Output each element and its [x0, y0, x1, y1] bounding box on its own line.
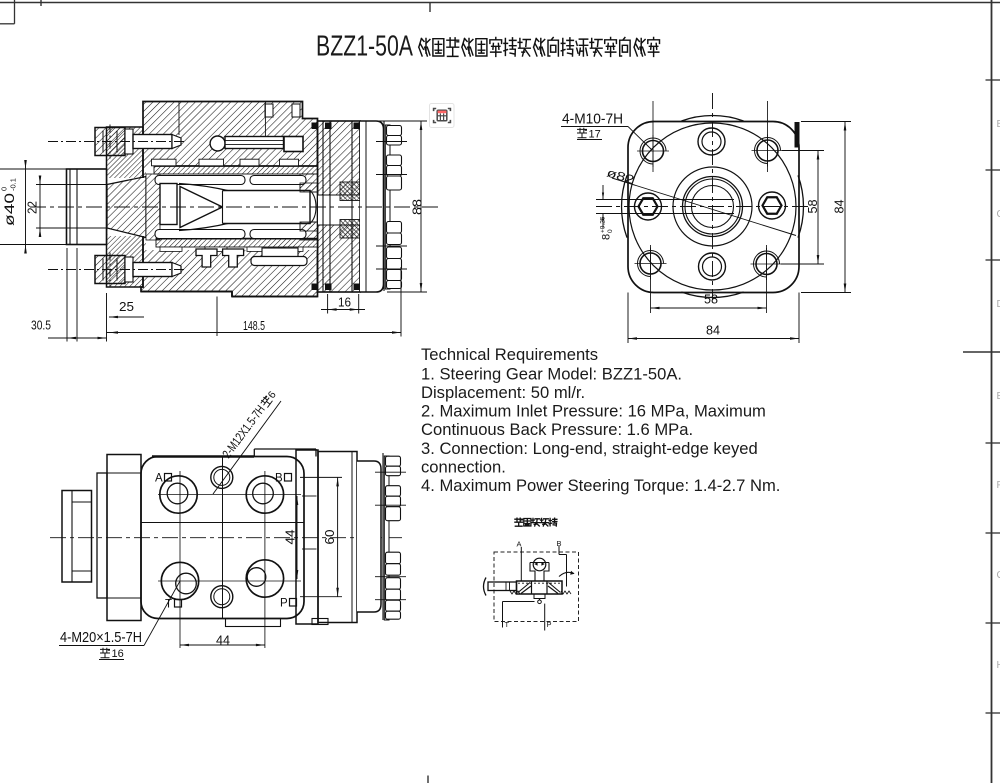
- svg-text:B: B: [997, 119, 1000, 130]
- svg-text:2. Maximum Inlet Pressure: 16: 2. Maximum Inlet Pressure: 16 MPa, Maxim…: [421, 402, 766, 421]
- svg-text:84: 84: [833, 199, 847, 213]
- svg-text:H: H: [997, 660, 1000, 671]
- svg-text:88: 88: [410, 199, 425, 215]
- svg-text:22: 22: [26, 201, 40, 214]
- svg-text:0: 0: [607, 229, 614, 233]
- svg-text:58: 58: [704, 293, 718, 307]
- svg-text:44: 44: [284, 529, 298, 544]
- svg-text:Displacement: 50 ml/r.: Displacement: 50 ml/r.: [421, 383, 585, 402]
- svg-text:connection.: connection.: [421, 457, 506, 476]
- svg-text:F: F: [997, 480, 1000, 491]
- svg-text:17: 17: [589, 129, 601, 141]
- svg-text:C: C: [997, 209, 1000, 220]
- svg-text:B: B: [557, 539, 562, 548]
- svg-text:16: 16: [338, 296, 351, 310]
- svg-text:148.5: 148.5: [243, 318, 265, 333]
- svg-text:84: 84: [706, 324, 720, 338]
- svg-text:44: 44: [216, 634, 230, 648]
- svg-text:60: 60: [323, 529, 337, 544]
- svg-text:BZZ1-50A: BZZ1-50A: [316, 31, 413, 63]
- svg-text:-0.1: -0.1: [9, 178, 18, 191]
- svg-text:+0.25: +0.25: [600, 216, 607, 233]
- svg-text:G: G: [997, 570, 1000, 581]
- svg-text:B: B: [275, 473, 283, 485]
- svg-text:A: A: [517, 540, 522, 549]
- svg-text:25: 25: [119, 299, 134, 314]
- svg-text:P: P: [547, 620, 552, 629]
- svg-text:8: 8: [601, 234, 613, 240]
- svg-text:4-M10-7H: 4-M10-7H: [562, 111, 623, 128]
- svg-text:1. Steering Gear Model: BZZ1-5: 1. Steering Gear Model: BZZ1-50A.: [421, 365, 682, 384]
- svg-text:Technical Requirements: Technical Requirements: [421, 345, 598, 364]
- svg-text:58: 58: [806, 199, 820, 213]
- svg-text:3. Connection: Long-end, strai: 3. Connection: Long-end, straight-edge k…: [421, 439, 758, 458]
- svg-text:A: A: [155, 473, 163, 485]
- svg-text:D: D: [997, 299, 1000, 310]
- svg-text:P: P: [280, 598, 288, 610]
- svg-text:T: T: [505, 620, 510, 629]
- svg-text:16: 16: [112, 648, 124, 660]
- svg-text:T: T: [165, 599, 172, 611]
- svg-text:ø40: ø40: [2, 193, 17, 226]
- svg-text:Continuous Back Pressure: 1.6: Continuous Back Pressure: 1.6 MPa.: [421, 420, 693, 439]
- svg-text:4. Maximum Power Steering Torq: 4. Maximum Power Steering Torque: 1.4-2.…: [421, 476, 780, 495]
- svg-text:4-M20×1.5-7H: 4-M20×1.5-7H: [60, 629, 142, 646]
- svg-text:0: 0: [0, 187, 9, 191]
- svg-text:6: 6: [266, 389, 279, 401]
- svg-text:E: E: [997, 391, 1000, 402]
- svg-text:30.5: 30.5: [31, 318, 51, 333]
